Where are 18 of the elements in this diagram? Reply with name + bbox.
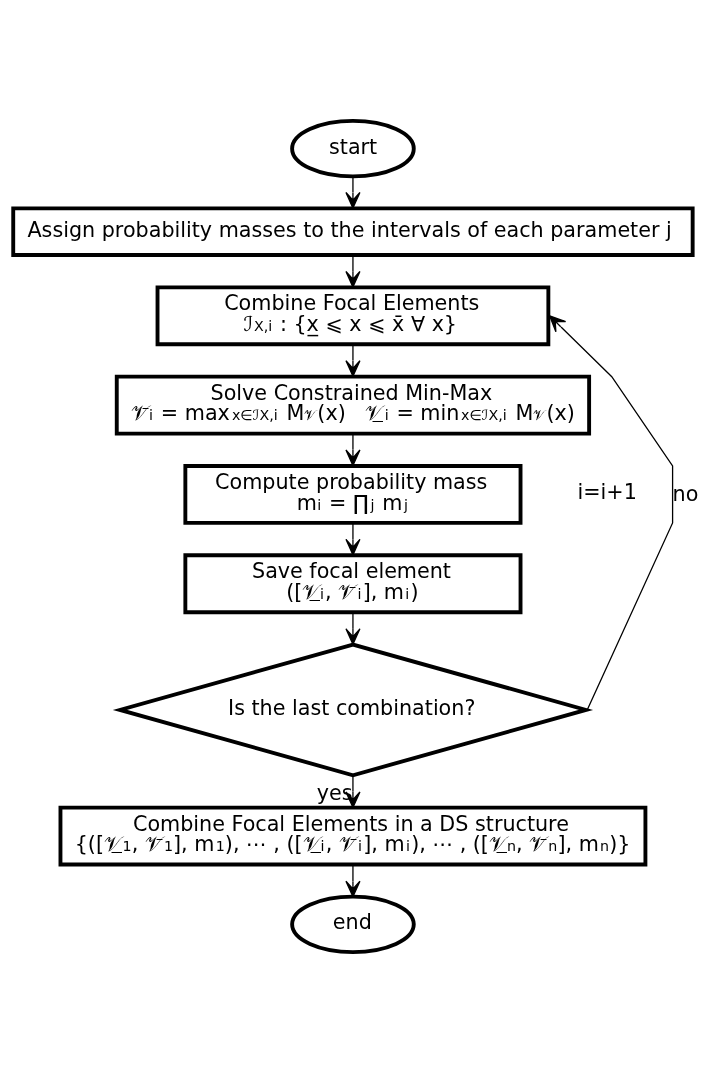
arrow: [549, 315, 674, 711]
arrow: [345, 254, 361, 288]
node-ellipse: end: [290, 894, 416, 955]
edge-label: yes: [316, 781, 353, 806]
node-box: Assign probability masses to the intervals of each parameter j: [11, 206, 695, 257]
edge-label: no: [672, 481, 699, 506]
node-box: Compute probability mass mi = ∏j mj: [183, 464, 523, 525]
arrow: [345, 864, 361, 898]
label: i=i+1: [577, 480, 637, 505]
node-diamond: Is the last combination?: [112, 642, 594, 778]
node-box: Solve Constrained Min-Max 𝒱̄i = maxx∈ℐX,i M𝒱(x) 𝒱̲i = minx∈ℐX,i M𝒱(x): [114, 374, 592, 436]
arrow: [345, 433, 361, 467]
node-box: Combine Focal Elements ℐX,i : {x̲ ⩽ x ⩽ x̄ ∀ x}: [155, 285, 551, 347]
arrow: [345, 522, 361, 556]
arrow: [345, 343, 361, 377]
arrow: [345, 611, 361, 645]
arrow: [345, 175, 361, 209]
node-ellipse: start: [290, 118, 416, 179]
